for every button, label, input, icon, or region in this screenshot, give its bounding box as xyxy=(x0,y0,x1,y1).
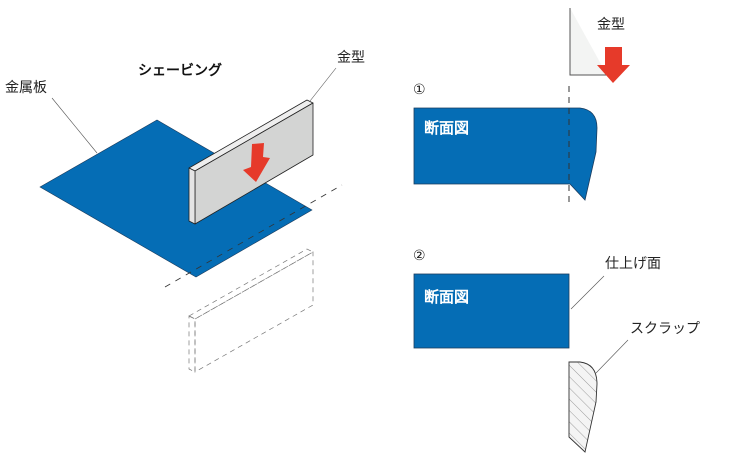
down-arrow-icon xyxy=(243,143,270,182)
die-section-edge xyxy=(569,8,607,76)
section-1-label: 断面図 xyxy=(424,119,469,137)
leader-line xyxy=(595,339,629,374)
die-section xyxy=(570,8,607,75)
label-sheet-metal: 金属板 xyxy=(5,80,47,96)
label-die-right: 金型 xyxy=(597,17,625,33)
label-die-left: 金型 xyxy=(337,50,365,66)
leader-line xyxy=(51,97,98,154)
section-2-sheet xyxy=(413,273,570,349)
cut-line xyxy=(164,184,343,288)
section-1-sheet xyxy=(413,107,598,201)
step-1-marker: ① xyxy=(413,82,426,98)
diagram-title: シェービング xyxy=(138,62,222,79)
leader-line xyxy=(570,275,605,310)
die-ghost-outline xyxy=(188,248,314,373)
leader-line xyxy=(309,67,337,102)
scrap-piece xyxy=(568,361,598,453)
label-scrap: スクラップ xyxy=(630,321,700,337)
label-finished-surface: 仕上げ面 xyxy=(605,256,661,272)
down-arrow-icon xyxy=(597,47,630,83)
step-2-marker: ② xyxy=(413,248,426,264)
section-2-label: 断面図 xyxy=(424,288,469,306)
metal-sheet xyxy=(39,119,313,278)
